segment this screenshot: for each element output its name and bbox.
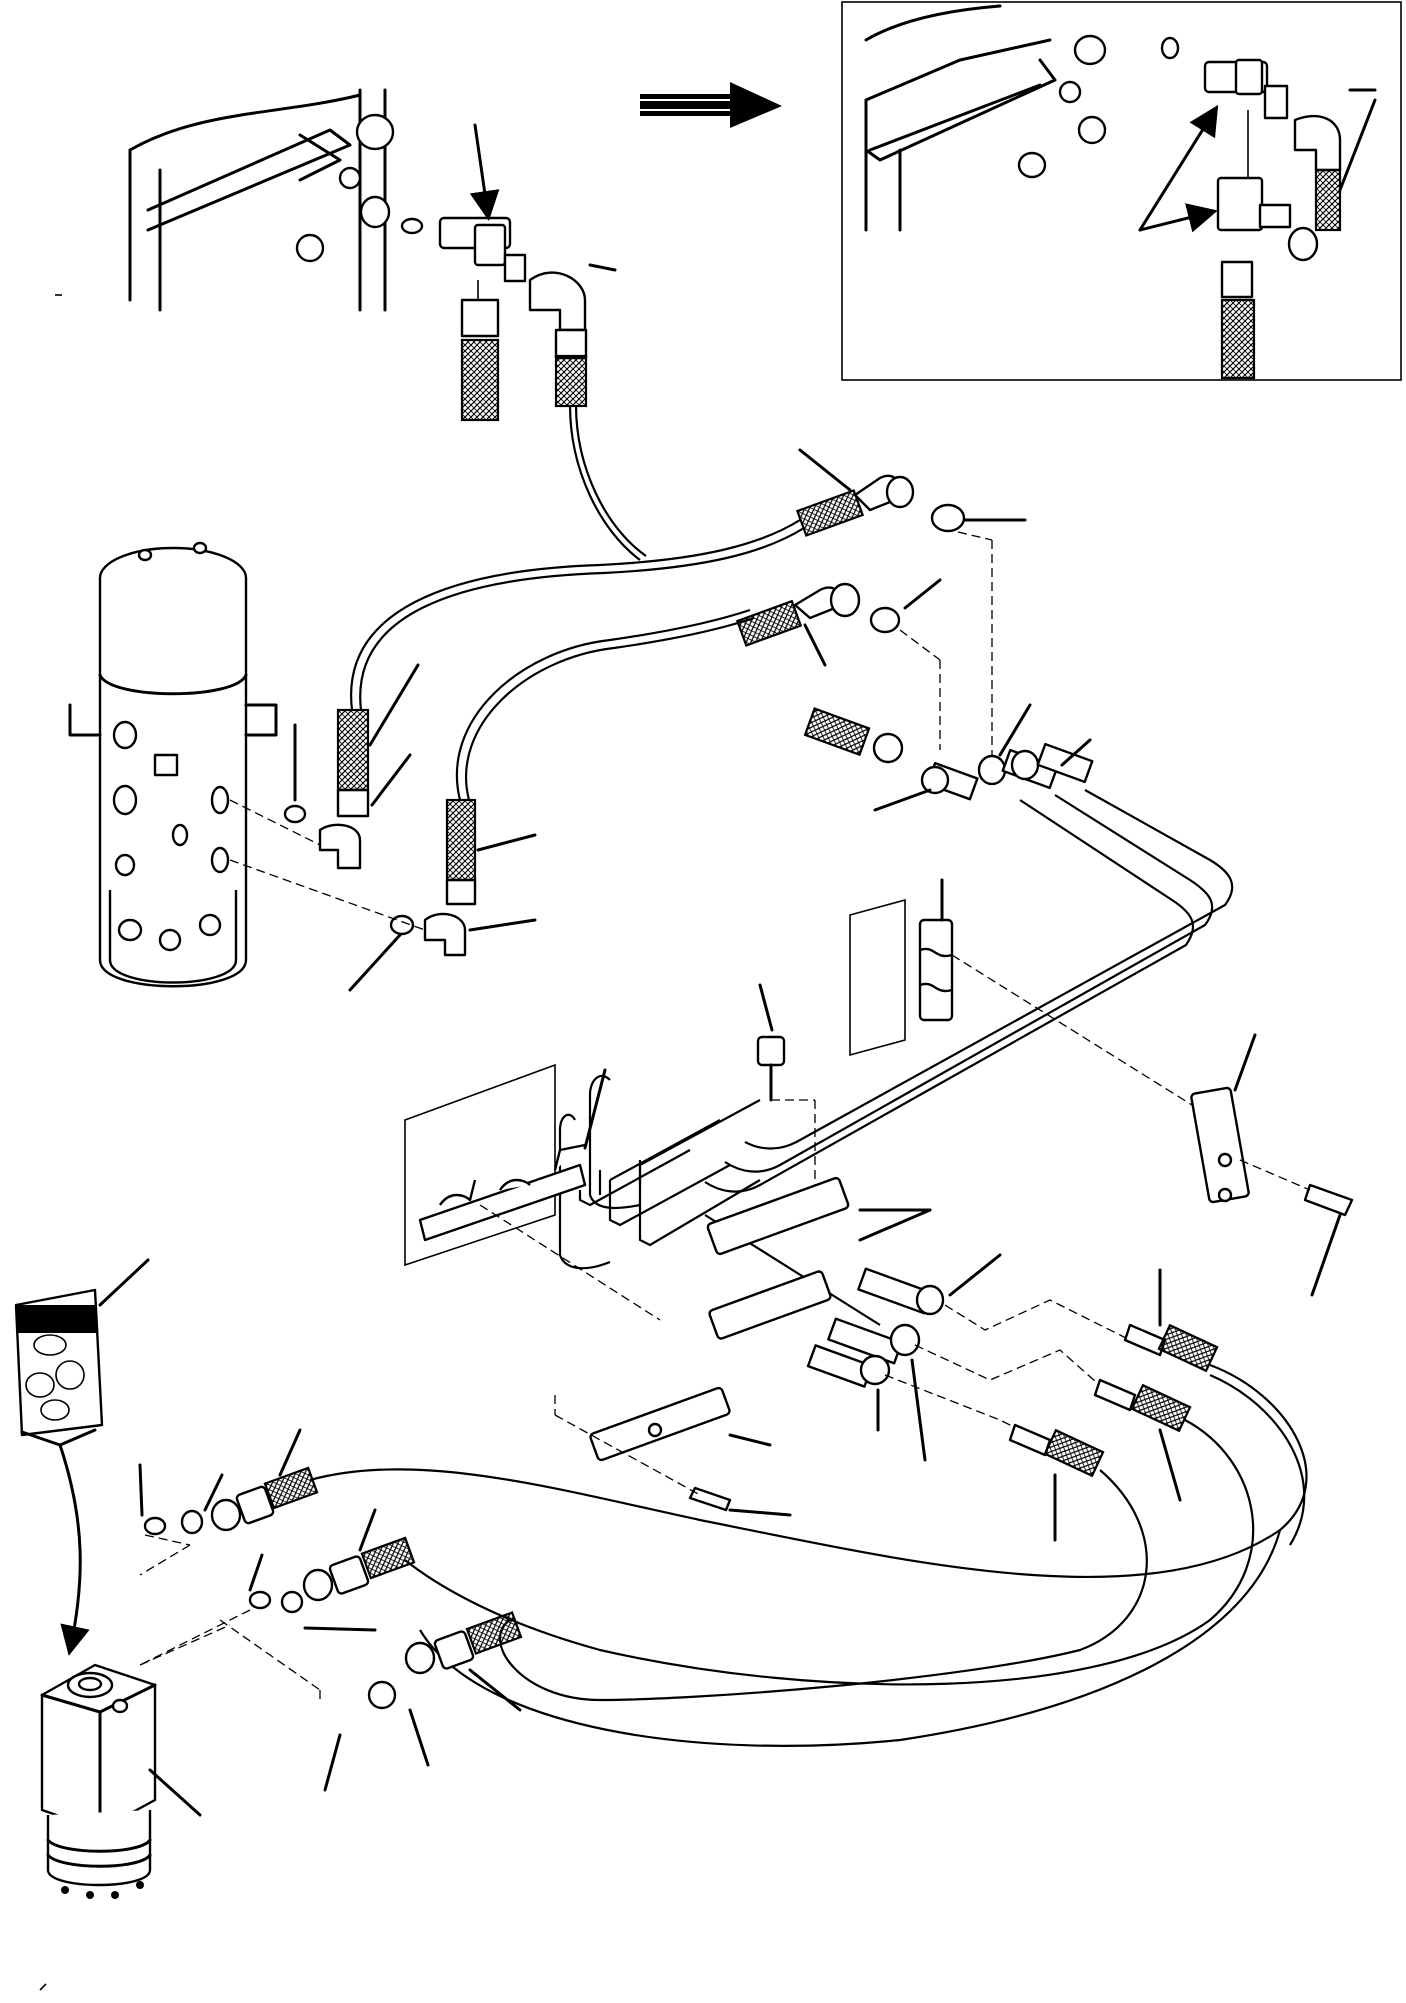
margin-marks	[39, 294, 62, 1991]
swivel-valve-body	[68, 541, 278, 988]
lower-pipe-ends	[309, 1253, 1308, 1747]
swivel-side-fittings	[229, 519, 805, 992]
steering-control-unit	[40, 1624, 231, 1899]
upper-hose-fittings	[735, 448, 1027, 764]
view-transition-arrow	[640, 82, 782, 128]
top-mounting-bracket	[128, 88, 647, 561]
lower-left-fittings	[138, 1428, 523, 1792]
pipe-clamps	[404, 878, 1354, 1517]
rigid-pipe-bundle	[558, 703, 1234, 1326]
inset-detail-box	[841, 1, 1402, 381]
seal-kit-icon	[14, 1258, 150, 1656]
